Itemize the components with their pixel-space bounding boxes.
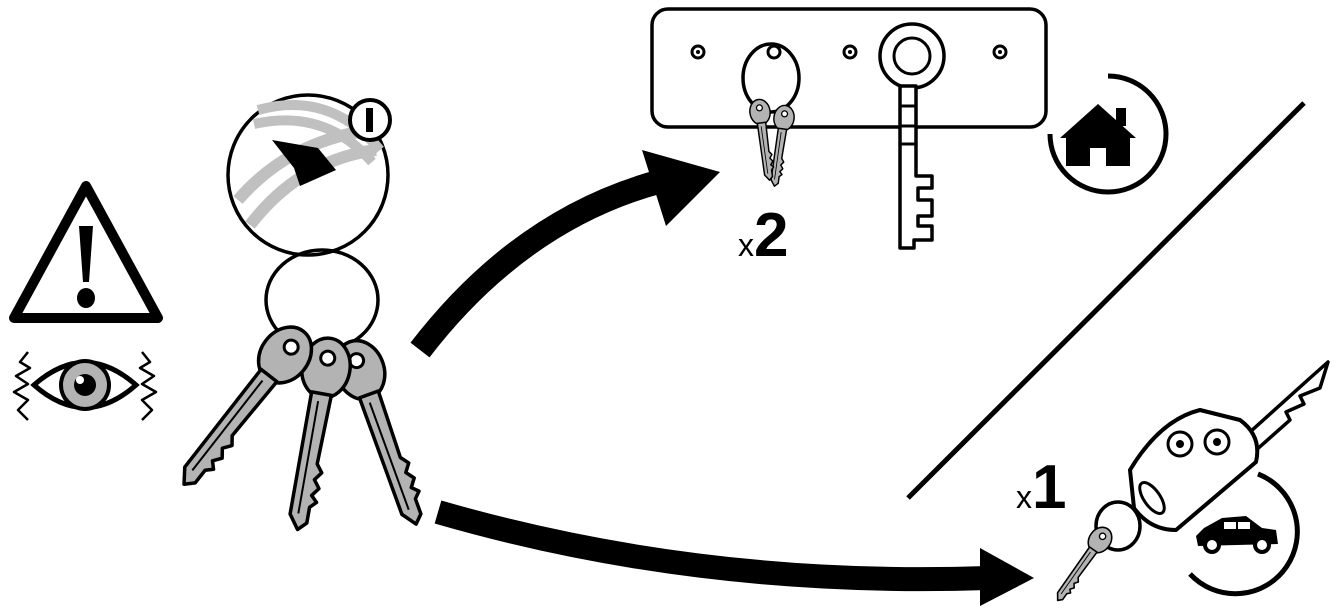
arrow-to-home — [420, 150, 720, 350]
car-key-count: x1 — [1016, 453, 1066, 522]
home-key-count: x2 — [738, 201, 788, 270]
car-key-number: 1 — [1032, 453, 1066, 522]
home-icon — [1050, 76, 1166, 192]
car-key-prefix: x — [1016, 479, 1032, 515]
home-key-prefix: x — [738, 227, 754, 263]
eye-icon — [14, 352, 156, 420]
arrow-to-car — [438, 512, 1034, 606]
key-slot-icon — [228, 95, 390, 255]
home-key-number: 2 — [754, 201, 788, 270]
warning-icon — [14, 186, 158, 318]
key-board — [652, 9, 1046, 248]
key-bunch — [165, 250, 439, 534]
